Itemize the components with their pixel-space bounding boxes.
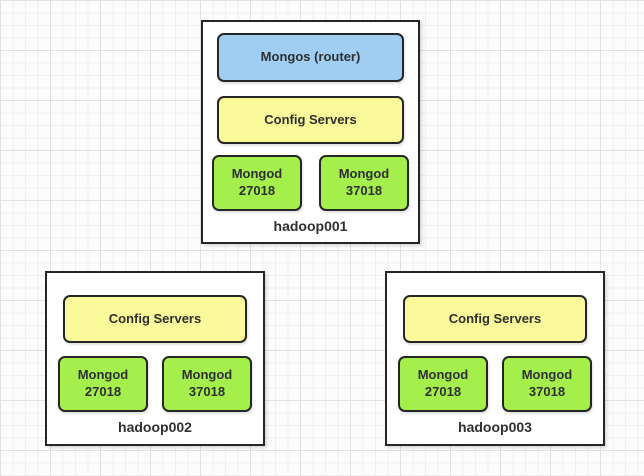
node-config-servers: Config Servers [217,96,404,144]
host-box-hadoop001: Mongos (router) Config Servers Mongod 27… [201,20,420,244]
shard-port: 37018 [345,183,383,198]
shard-row: Mongod 27018 Mongod 37018 [398,356,592,412]
node-label: Config Servers [108,310,202,326]
host-name: hadoop003 [458,419,532,435]
shard-port: 27018 [84,384,122,399]
node-config-servers: Config Servers [403,295,587,343]
shard-port: 37018 [528,384,566,399]
shard-port: 37018 [188,384,226,399]
node-mongos-router: Mongos (router) [217,33,404,82]
shard-name: Mongod [417,367,469,383]
node-mongod-37018: Mongod 37018 [319,155,409,211]
shard-name: Mongod [338,166,390,182]
node-mongod-37018: Mongod 37018 [502,356,592,412]
node-mongod-27018: Mongod 27018 [58,356,148,412]
node-label: Config Servers [264,111,357,127]
shard-row: Mongod 27018 Mongod 37018 [58,356,252,412]
host-box-hadoop003: Config Servers Mongod 27018 Mongod 37018… [385,271,605,446]
host-name: hadoop001 [273,218,348,234]
node-mongod-27018: Mongod 27018 [398,356,488,412]
node-label: Config Servers [448,310,542,326]
node-config-servers: Config Servers [63,295,247,343]
shard-name: Mongod [521,367,573,383]
node-label: Mongos (router) [260,49,361,65]
shard-name: Mongod [77,367,129,383]
host-name: hadoop002 [118,419,192,435]
node-mongod-27018: Mongod 27018 [212,155,302,211]
shard-row: Mongod 27018 Mongod 37018 [212,155,409,211]
shard-name: Mongod [181,367,233,383]
shard-name: Mongod [231,166,283,182]
shard-port: 27018 [238,183,276,198]
host-box-hadoop002: Config Servers Mongod 27018 Mongod 37018… [45,271,265,446]
node-mongod-37018: Mongod 37018 [162,356,252,412]
shard-port: 27018 [424,384,462,399]
